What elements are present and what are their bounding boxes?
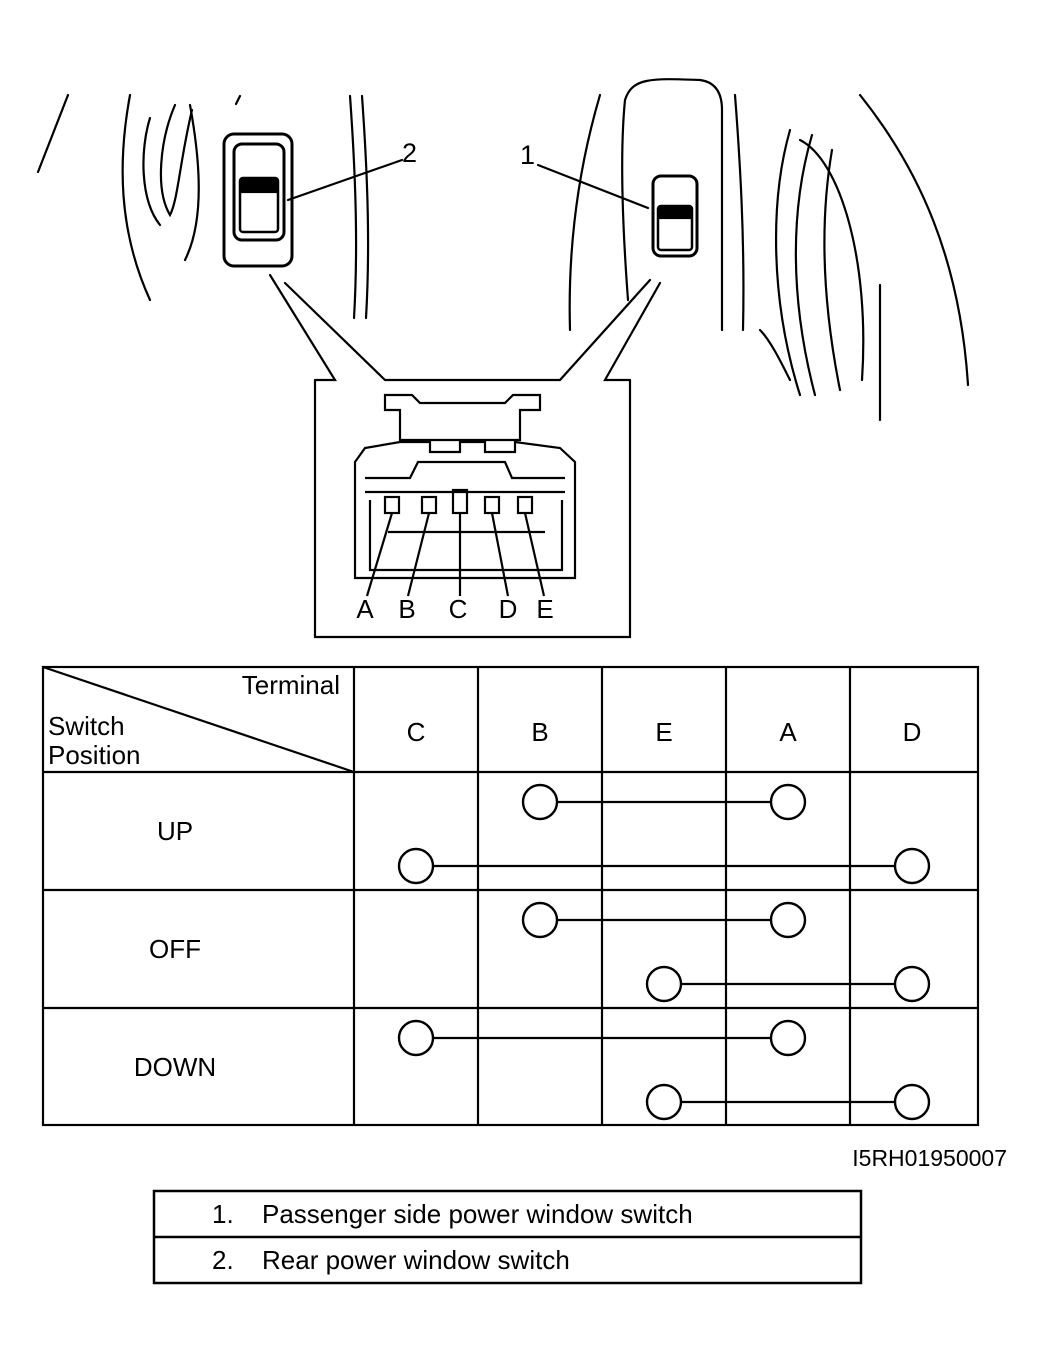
terminal-dot [893, 965, 931, 1003]
door-illustration [36, 78, 970, 422]
terminal-connections [397, 783, 931, 1121]
terminal-dot [397, 847, 435, 885]
terminal-dot [769, 783, 807, 821]
pin-label-c: C [449, 594, 468, 624]
header-switch: Switch [48, 711, 125, 741]
column-header-d: D [903, 717, 922, 747]
column-header-a: A [779, 717, 797, 747]
column-header-b: B [531, 717, 548, 747]
connector-detail [313, 378, 632, 639]
header-position: Position [48, 740, 141, 770]
terminal-dot [645, 1083, 683, 1121]
terminal-dot [521, 901, 559, 939]
figure-code: I5RH01950007 [852, 1145, 1007, 1171]
callout-2: 2 [402, 138, 417, 168]
legend-num-2: 2. [212, 1245, 234, 1275]
legend-text-1: Passenger side power window switch [262, 1199, 693, 1229]
terminal-dot [893, 847, 931, 885]
terminal-dot [769, 901, 807, 939]
row-label-off: OFF [149, 934, 201, 964]
callout-1: 1 [520, 140, 535, 170]
header-terminal: Terminal [242, 670, 340, 700]
legend-table [152, 1189, 863, 1285]
switch-table [41, 665, 980, 1127]
row-label-down: DOWN [134, 1052, 216, 1082]
row-labels: UP OFF DOWN [134, 816, 216, 1082]
terminal-dot [893, 1083, 931, 1121]
pin-label-e: E [536, 594, 553, 624]
terminal-dot [521, 783, 559, 821]
terminal-dot [397, 1019, 435, 1057]
pin-label-a: A [356, 594, 374, 624]
row-label-up: UP [157, 816, 193, 846]
pin-label-d: D [499, 594, 518, 624]
pin-label-b: B [398, 594, 415, 624]
column-header-c: C [407, 717, 426, 747]
legend-text-2: Rear power window switch [262, 1245, 570, 1275]
terminal-dot [769, 1019, 807, 1057]
column-header-e: E [655, 717, 672, 747]
legend-num-1: 1. [212, 1199, 234, 1229]
terminal-dot [645, 965, 683, 1003]
